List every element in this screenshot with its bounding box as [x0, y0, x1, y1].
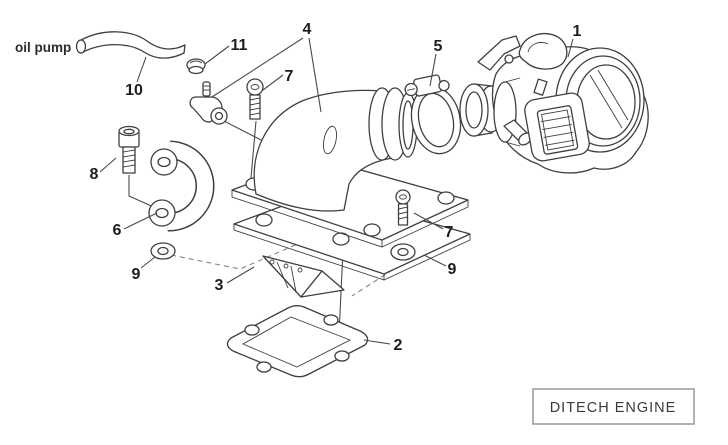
- washer-left: [150, 242, 176, 260]
- oil-hose: [75, 31, 186, 59]
- callout-leaders: [99, 37, 574, 345]
- callout-8: 8: [90, 166, 99, 183]
- callout-numbers: 1 2 3 4 5 6 7 7 8 9 9 10 11: [90, 21, 582, 354]
- hose-clamp: [404, 74, 462, 155]
- intake-elbow: [253, 87, 418, 212]
- callout-2: 2: [394, 337, 403, 354]
- callout-9-left: 9: [132, 266, 141, 283]
- screw-left: [246, 78, 264, 120]
- bolt-8: [118, 125, 140, 174]
- gasket: [226, 305, 369, 378]
- callout-6: 6: [113, 222, 122, 239]
- throttle-body: [477, 33, 649, 174]
- callout-4: 4: [303, 21, 312, 38]
- callout-1: 1: [573, 23, 582, 40]
- callout-9-right: 9: [448, 261, 457, 278]
- callout-7-left: 7: [285, 68, 294, 85]
- cap-nut: [186, 58, 206, 75]
- oil-elbow-fitting: [189, 81, 228, 125]
- screw-right: [395, 189, 411, 226]
- bracket: [148, 140, 215, 232]
- washer-right: [390, 243, 416, 261]
- callout-3: 3: [215, 277, 224, 294]
- oil-pump-label: oil pump: [15, 40, 71, 55]
- engine-badge-label: DITECH ENGINE: [550, 400, 677, 416]
- callout-10: 10: [125, 82, 143, 99]
- callout-11: 11: [231, 37, 248, 54]
- engine-badge: DITECH ENGINE: [532, 388, 695, 425]
- callout-5: 5: [434, 38, 443, 55]
- callout-7-right: 7: [445, 224, 454, 241]
